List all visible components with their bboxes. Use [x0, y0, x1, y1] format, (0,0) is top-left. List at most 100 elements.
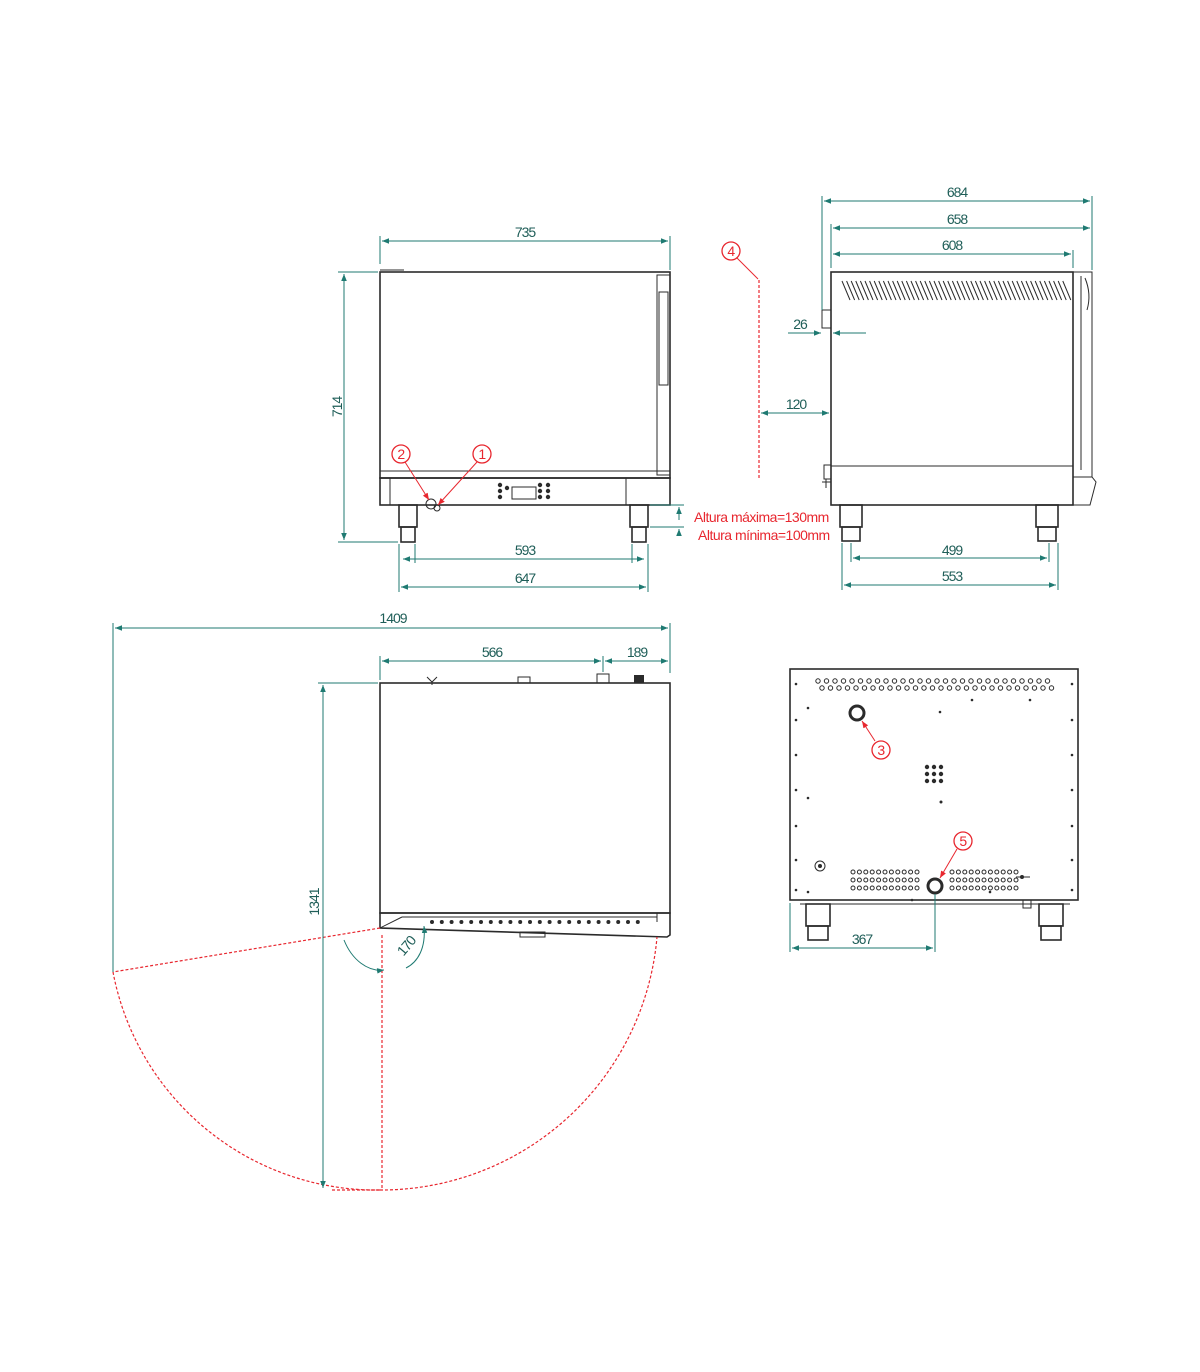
vent-hole [806, 706, 810, 710]
control-button [545, 482, 551, 488]
svg-text:3: 3 [877, 742, 885, 758]
vent-hole [887, 685, 893, 691]
front-control-base [379, 477, 671, 506]
vent-hole [832, 678, 838, 684]
vent-hole [794, 824, 798, 828]
vent-hole [900, 678, 906, 684]
vent-hole [924, 778, 930, 784]
vent-hole [938, 764, 944, 770]
vent-hole [1070, 888, 1074, 892]
vent-hole [938, 771, 944, 777]
back-screws [794, 682, 1074, 902]
vent-hole [856, 869, 862, 875]
top-view: 170 1409 566 189 1341 [112, 610, 671, 1191]
vent-hole [439, 920, 444, 924]
vent-hole [987, 877, 993, 883]
vent-hole [856, 885, 862, 891]
dim-label-608: 608 [942, 237, 964, 253]
front-control-buttons [497, 482, 551, 500]
vent-hole [430, 920, 434, 924]
dim-label-367: 367 [852, 931, 874, 947]
vent-hole [1013, 869, 1019, 875]
vent-hole [908, 678, 915, 684]
vent-hole [972, 685, 978, 691]
vent-hole [908, 877, 914, 883]
top-wing-nut [426, 676, 438, 685]
vent-hole [1070, 788, 1074, 792]
dim-label-170: 170 [393, 932, 419, 959]
vent-hole [955, 869, 961, 875]
dim-label-499: 499 [942, 542, 964, 558]
door-swing-open-line [112, 927, 381, 973]
side-door-base [1072, 476, 1097, 506]
vent-hole [931, 771, 937, 777]
front-drain-outlet [425, 498, 437, 510]
vent-hole [878, 685, 885, 691]
vent-hole [914, 869, 920, 875]
vent-hole [557, 920, 562, 924]
back-view: 3 5 367 [789, 668, 1079, 952]
back-top-vent-holes [815, 678, 1055, 691]
control-button [497, 494, 503, 500]
control-button [545, 494, 551, 500]
vent-hole [1028, 698, 1032, 702]
front-left-foot [398, 504, 418, 543]
vent-hole [469, 920, 474, 924]
dim-label-1409: 1409 [379, 610, 407, 626]
back-panel [789, 668, 1079, 901]
top-vent-cap [517, 676, 531, 684]
door-swing-arc-right [379, 936, 658, 1191]
vent-hole [863, 869, 869, 875]
svg-text:1: 1 [478, 446, 486, 462]
vent-hole [1070, 824, 1074, 828]
side-rear-connector [821, 309, 832, 329]
vent-hole [895, 877, 901, 883]
vent-hole [901, 869, 907, 875]
vent-hole [1002, 678, 1008, 684]
vent-hole [869, 877, 875, 883]
front-door-handle [658, 291, 669, 386]
vent-hole [1019, 678, 1025, 684]
vent-hole [850, 877, 856, 883]
vent-hole [895, 885, 901, 891]
vent-hole [989, 685, 995, 691]
vent-hole [888, 869, 894, 875]
callout-2: 2 [391, 444, 430, 501]
vent-hole [794, 682, 798, 686]
note-min-height: Altura mínima=100mm [698, 527, 830, 543]
vent-hole [955, 885, 961, 891]
vent-hole [959, 678, 966, 684]
vent-hole [931, 764, 937, 770]
vent-hole [806, 796, 810, 800]
vent-hole [904, 685, 910, 691]
vent-hole [863, 885, 869, 891]
vent-hole [1036, 678, 1042, 684]
vent-hole [498, 920, 503, 924]
note-max-height: Altura máxima=130mm [694, 509, 829, 525]
vent-hole [925, 678, 932, 684]
callout-1: 1 [437, 444, 492, 506]
side-door-handle-curve [1084, 277, 1090, 311]
vent-hole [508, 920, 513, 924]
vent-hole [924, 764, 930, 770]
vent-hole [1006, 685, 1012, 691]
dim-label-735: 735 [515, 224, 537, 240]
dim-label-566: 566 [482, 644, 504, 660]
vent-hole [981, 869, 987, 875]
svg-text:2: 2 [397, 446, 405, 462]
vent-hole [938, 685, 944, 691]
vent-hole [1000, 877, 1006, 883]
front-cabinet-body [379, 271, 671, 479]
vent-hole [815, 678, 821, 684]
dim-label-593: 593 [515, 542, 537, 558]
vent-hole [794, 858, 798, 862]
dim-label-714: 714 [329, 396, 345, 418]
vent-hole [518, 920, 523, 924]
vent-hole [1027, 678, 1034, 684]
vent-hole [806, 890, 810, 894]
side-door [1072, 271, 1093, 478]
dim-label-553: 553 [942, 568, 964, 584]
vent-hole [987, 885, 993, 891]
vent-hole [891, 678, 898, 684]
